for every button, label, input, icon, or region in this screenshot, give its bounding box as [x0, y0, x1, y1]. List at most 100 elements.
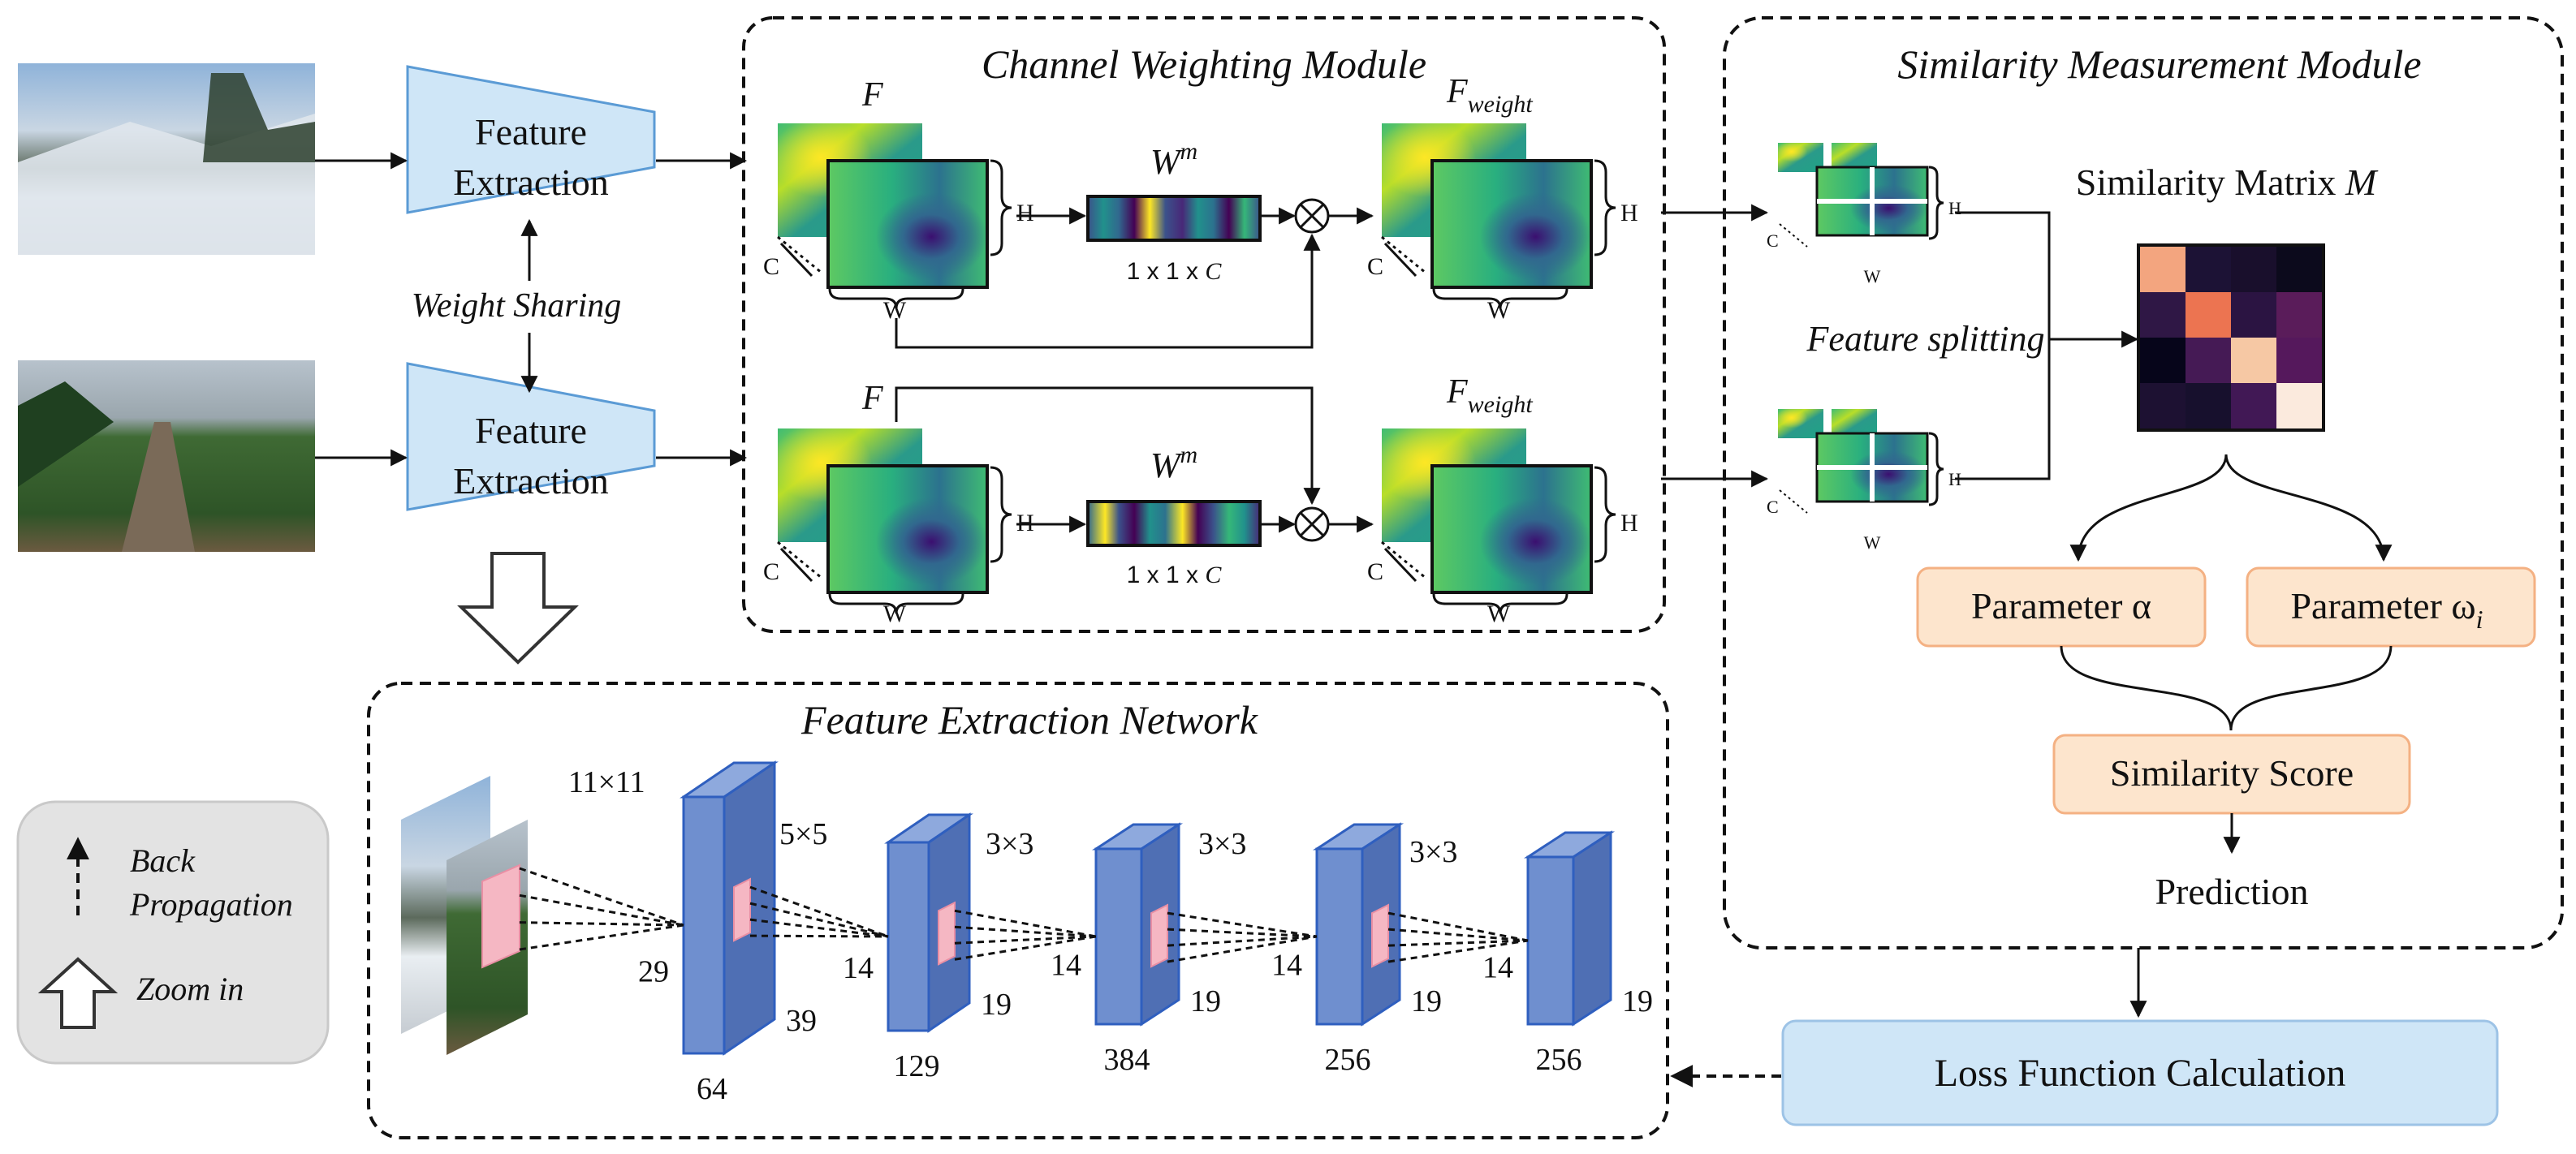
matrix-cell — [2276, 383, 2322, 428]
matrix-cell — [2140, 247, 2186, 292]
layer-height-label: 14 — [843, 951, 874, 985]
layer-depth-label: 19 — [1622, 984, 1653, 1018]
network-input-images — [401, 776, 528, 1055]
kernel-patch — [938, 901, 956, 966]
input-kernel — [481, 863, 520, 969]
channel-weight-vector-bottom — [1086, 500, 1262, 547]
feature-extraction-bottom-line2: Extraction — [453, 460, 609, 502]
layer-depth-label: 19 — [1190, 984, 1221, 1018]
layer-channels-label: 256 — [1536, 1043, 1582, 1077]
legend-back-line1: Back — [130, 842, 196, 879]
parameter-alpha-label: Parameter α — [1971, 585, 2151, 627]
zoom-in-legend-icon — [37, 957, 119, 1029]
feature-map-fweight-bottom — [1380, 427, 1593, 594]
split-feature-map-top — [1778, 143, 1927, 235]
feature-map-fweight-top — [1380, 122, 1593, 289]
dim-c-f-top: C — [763, 253, 779, 280]
f-label-top: F — [861, 76, 883, 114]
dim-c-fw-bottom: C — [1367, 558, 1383, 585]
matrix-cell — [2231, 338, 2276, 383]
weight-sharing-label: Weight Sharing — [412, 287, 622, 325]
brace-h-top — [990, 159, 1012, 256]
dim-h-fw-bottom: H — [1620, 510, 1638, 536]
wm-size-bottom: 1 x 1 x C — [1127, 562, 1223, 588]
parameter-alpha-box: Parameter α — [1916, 566, 2207, 648]
wm-label-bottom: Wm — [1150, 441, 1197, 485]
f-label-bottom: F — [861, 380, 883, 417]
projection-line — [1167, 928, 1318, 938]
multiply-icon-top — [1294, 198, 1330, 234]
projection-line — [519, 867, 684, 927]
parameter-omega-label: Parameter ωi — [2290, 585, 2483, 634]
feature-map-f-bottom — [776, 427, 989, 594]
split-feature-map-bottom — [1778, 409, 1927, 502]
multiply-icon-bottom — [1294, 506, 1330, 542]
kernel-patch — [1371, 903, 1389, 968]
layer-depth-label: 39 — [786, 1004, 817, 1038]
feature-splitting-label: Feature splitting — [1806, 319, 2045, 359]
matrix-cell — [2140, 338, 2186, 383]
dim-w-f-top: W — [883, 297, 907, 324]
projection-line — [1167, 935, 1318, 947]
layer-channels-label: 64 — [697, 1072, 727, 1106]
kernel-size-label: 3×3 — [1198, 827, 1246, 861]
split-dim-w-bottom: W — [1864, 532, 1881, 553]
channel-weight-vector-top — [1086, 195, 1262, 242]
input-image-forest — [18, 360, 315, 552]
layer-depth-label: 19 — [981, 988, 1012, 1022]
branch-arrow-right — [2224, 454, 2393, 562]
dim-c-fw-top: C — [1367, 253, 1383, 280]
dim-h-f-top: H — [1016, 200, 1034, 226]
feature-extraction-top-line2: Extraction — [453, 161, 609, 203]
skip-arrow-top — [895, 233, 1321, 349]
split-dim-w-top: W — [1864, 266, 1881, 286]
skip-arrow-bottom — [895, 386, 1321, 506]
feature-extraction-top-line1: Feature — [475, 111, 587, 153]
projection-line — [1387, 939, 1529, 947]
conv-layer-4: 14 19 256 — [1271, 822, 1442, 1077]
projection-line — [1387, 928, 1529, 942]
projection-line — [749, 902, 889, 938]
f-weight-label-bottom: Fweight — [1446, 373, 1533, 418]
feature-extraction-bottom: Feature Extraction — [406, 362, 656, 511]
wm-size-top: 1 x 1 x C — [1127, 258, 1223, 285]
zoom-in-arrow-icon — [457, 552, 579, 665]
similarity-matrix-label: Similarity Matrix M — [2076, 161, 2379, 203]
conv-layer-5: 14 19 256 — [1482, 830, 1653, 1077]
layer-height-label: 14 — [1271, 949, 1302, 983]
similarity-matrix — [2137, 243, 2325, 432]
projection-line — [519, 893, 684, 927]
conv-layers: 293964141912914193841419256141925611×115… — [519, 760, 1653, 1106]
projection-line — [954, 935, 1097, 945]
wm-label-top: Wm — [1150, 138, 1197, 182]
layer-height-label: 14 — [1051, 949, 1081, 983]
matrix-cell — [2231, 292, 2276, 338]
channel-weighting-module-box — [742, 16, 1666, 633]
parameter-omega-box: Parameter ωi — [2246, 566, 2536, 648]
split-dim-c-top: C — [1767, 230, 1779, 251]
feature-map-f-top — [776, 122, 989, 289]
brace-w-top — [828, 288, 964, 309]
kernel-size-label: 11×11 — [568, 765, 645, 799]
matrix-cell — [2186, 292, 2231, 338]
layer-depth-label: 19 — [1411, 984, 1442, 1018]
matrix-cell — [2276, 338, 2322, 383]
projection-line — [954, 935, 1097, 961]
dim-w-fw-bottom: W — [1487, 601, 1511, 627]
projection-line — [749, 918, 889, 938]
projection-line — [1387, 911, 1529, 942]
layer-channels-label: 129 — [894, 1049, 940, 1083]
layer-height-label: 14 — [1482, 950, 1513, 984]
legend-zoom: Zoom in — [136, 971, 244, 1007]
matrix-cell — [2231, 383, 2276, 428]
prediction-label: Prediction — [2155, 871, 2308, 912]
layer-channels-label: 256 — [1325, 1043, 1371, 1077]
similarity-score-box: Similarity Score — [2052, 734, 2411, 815]
similarity-module-title: Similarity Measurement Module — [1897, 41, 2421, 87]
dim-c-f-bottom: C — [763, 558, 779, 585]
channel-weighting-module-title: Channel Weighting Module — [982, 41, 1426, 87]
matrix-cell — [2276, 247, 2322, 292]
